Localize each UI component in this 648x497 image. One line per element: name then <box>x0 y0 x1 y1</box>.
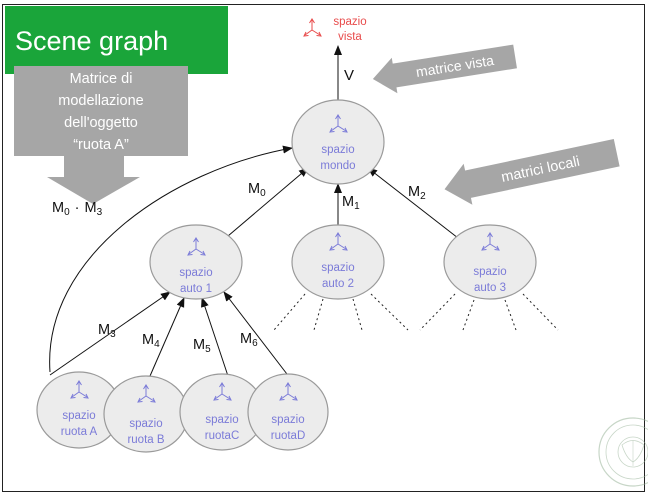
node-car2: spazio auto 2 <box>291 224 385 300</box>
wheelB-node-line-2: ruota B <box>127 434 164 446</box>
label-m0-product: M0·M3 <box>52 200 103 218</box>
slide-title: Scene graph <box>15 26 169 56</box>
node-world: spazio mondo <box>291 99 385 185</box>
wheelA-node-line-1: spazio <box>62 410 95 422</box>
car3-node-line-2: auto 3 <box>474 282 506 294</box>
edge-labels: V M0·M3 M0 M1 M2 M3 M4 M5 M6 <box>52 67 426 355</box>
node-wheelC: spazio ruotaC <box>179 373 265 451</box>
car3-node-line-1: spazio <box>473 266 506 278</box>
slide-frame <box>2 4 645 492</box>
edge-car3-world <box>367 167 459 239</box>
label-m3: M3 <box>98 322 116 340</box>
car1-node-line-2: auto 1 <box>180 283 212 295</box>
edge-wheelC-car1 <box>201 297 229 377</box>
node-car1: spazio auto 1 <box>149 224 243 300</box>
wheelC-node-line-2: ruotaC <box>205 430 240 442</box>
car2-node-line-1: spazio <box>321 262 354 274</box>
node-wheelB: spazio ruota B <box>103 375 189 453</box>
view-axes-icon <box>303 18 322 37</box>
car1-node-line-1: spazio <box>179 267 212 279</box>
wheelD-node-line-2: ruotaD <box>271 430 306 442</box>
wheelD-node-line-1: spazio <box>271 414 304 426</box>
label-m0: M0 <box>248 181 266 199</box>
label-m1: M1 <box>342 194 360 212</box>
modeling-callout-line-1: Matrice di <box>70 71 133 87</box>
graph-edges <box>49 45 459 379</box>
view-node-line-2: vista <box>338 31 362 43</box>
dotted-children <box>273 293 559 331</box>
view-node-line-1: spazio <box>333 16 366 28</box>
label-m2: M2 <box>408 184 426 202</box>
edge-car1-world <box>227 167 309 237</box>
label-v: V <box>344 67 354 84</box>
modeling-callout-line-4: “ruota A” <box>73 137 129 153</box>
view-matrix-callout: matrice vista <box>372 44 517 94</box>
label-m4: M4 <box>142 332 160 350</box>
world-node-line-2: mondo <box>320 160 355 172</box>
modeling-callout-line-2: modellazione <box>58 93 143 109</box>
edge-wheelB-car1 <box>149 297 185 377</box>
label-m5: M5 <box>193 337 211 355</box>
node-car3: spazio auto 3 <box>443 224 537 300</box>
car2-node-line-2: auto 2 <box>322 278 354 290</box>
edge-wheelA-car1 <box>49 291 171 376</box>
label-m6: M6 <box>240 331 258 349</box>
edge-wheelA-world-curve <box>49 145 293 373</box>
wheelA-node-line-2: ruota A <box>61 426 98 438</box>
modeling-callout-line-3: dell'oggetto <box>64 115 138 131</box>
node-view-space: spazio vista <box>303 16 367 43</box>
university-seal-logo <box>598 417 648 487</box>
wheelB-node-line-1: spazio <box>129 418 162 430</box>
local-matrices-callout: matrici locali <box>444 138 620 205</box>
wheelC-node-line-1: spazio <box>205 414 238 426</box>
title-box <box>5 6 228 74</box>
node-wheelD: spazio ruotaD <box>247 373 329 451</box>
world-node-line-1: spazio <box>321 144 354 156</box>
node-wheelA: spazio ruota A <box>36 371 122 449</box>
modeling-matrix-callout: Matrice di modellazione dell'oggetto “ru… <box>14 66 188 204</box>
edge-wheelD-car1 <box>223 291 291 379</box>
